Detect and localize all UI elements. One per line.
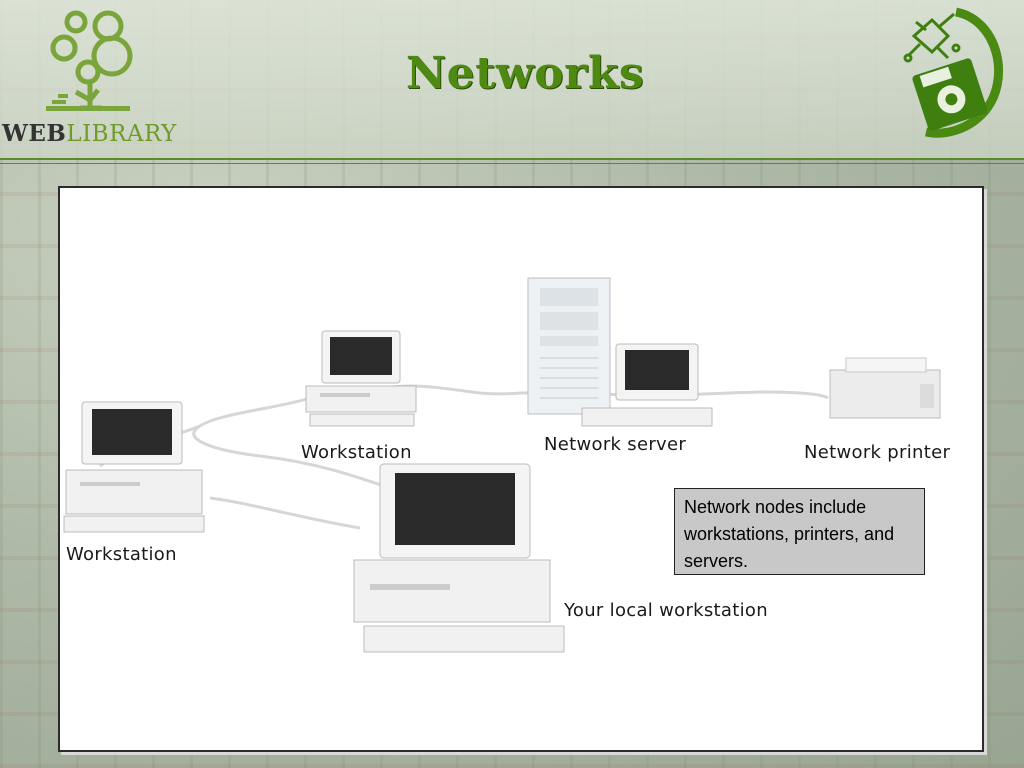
slide-title: Networks <box>405 48 645 99</box>
label-local-workstation: Your local workstation <box>564 600 768 621</box>
label-workstation-left: Workstation <box>66 544 177 565</box>
local-workstation-icon <box>353 463 565 653</box>
network-diagram-panel: Workstation Network server Network print… <box>58 186 984 752</box>
network-nodes-note: Network nodes include workstations, prin… <box>674 488 925 575</box>
header-band <box>0 0 1024 160</box>
label-network-server: Network server <box>544 434 687 455</box>
circuit-disk-logo <box>896 6 1011 140</box>
workstation-top-icon <box>305 330 417 427</box>
logo-suffix: LIBRARY <box>66 121 177 147</box>
circuit-disk-icon <box>903 7 1003 138</box>
label-network-printer: Network printer <box>804 442 951 463</box>
tree-logo-icon <box>46 10 133 111</box>
logo-wordmark: WEBLIBRARY <box>2 120 177 147</box>
label-workstation-top: Workstation <box>301 442 412 463</box>
header-rule-bottom <box>0 163 1024 164</box>
header-rule-top <box>0 158 1024 160</box>
workstation-left-icon <box>63 401 205 533</box>
logo-prefix: WEB <box>2 120 67 147</box>
network-diagram <box>63 277 941 653</box>
printer-icon <box>829 357 941 419</box>
server-tower-icon <box>527 277 713 427</box>
weblibrary-logo: WEBLIBRARY <box>2 4 192 152</box>
